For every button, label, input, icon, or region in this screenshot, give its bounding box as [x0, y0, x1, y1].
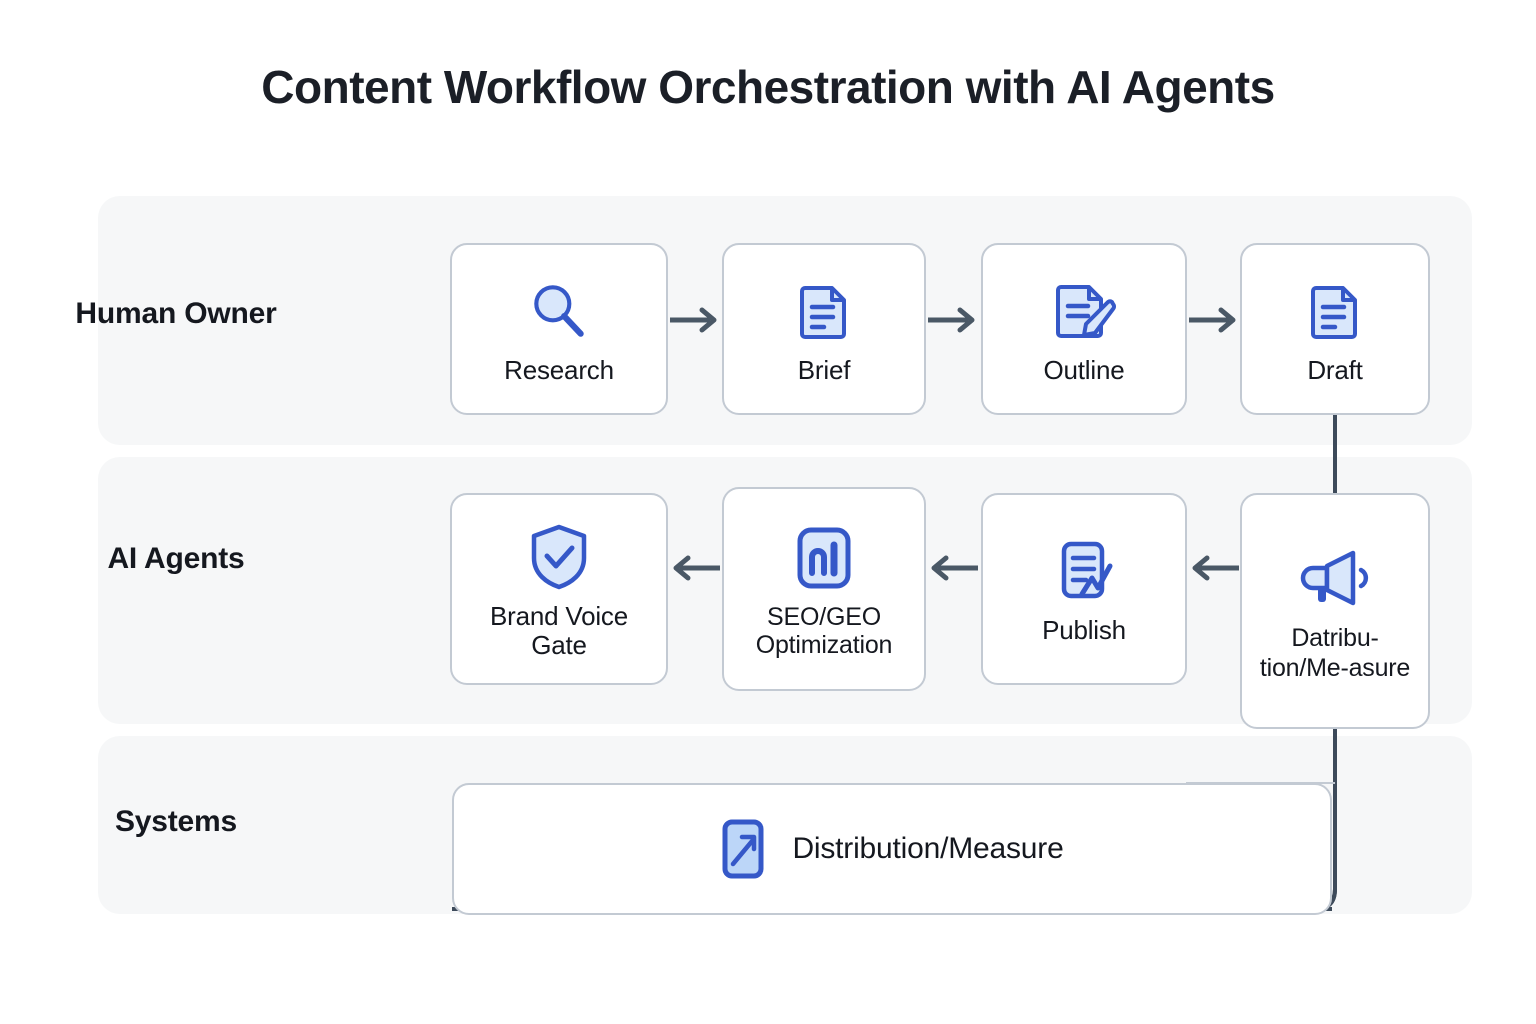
document-icon	[792, 272, 856, 350]
shield-check-icon	[527, 518, 591, 596]
bar-chart-icon	[794, 519, 854, 597]
arrow-left-icon	[1187, 553, 1241, 588]
step-card-brief[interactable]: Brief	[722, 243, 926, 415]
step-card-brand-voice-gate[interactable]: Brand Voice Gate	[450, 493, 668, 685]
document-pen-icon	[1050, 272, 1118, 350]
step-card-seo-geo-optimization[interactable]: SEO/GEO Optimization	[722, 487, 926, 691]
step-label: Draft	[1307, 355, 1363, 386]
arrow-up-right-box-icon	[720, 818, 766, 880]
arrow-left-icon	[668, 553, 722, 588]
magnifier-icon	[526, 272, 592, 350]
lane-label-systems: Systems	[114, 805, 237, 838]
step-label: Research	[504, 355, 614, 386]
step-card-publish[interactable]: Publish	[981, 493, 1187, 685]
lane-label-human-owner: Human Owner	[75, 297, 277, 330]
lane-label-ai-agents: AI Agents	[107, 542, 245, 575]
step-label: Distribution/Measure	[792, 832, 1064, 866]
arrow-left-icon	[926, 553, 980, 588]
document-icon	[1303, 272, 1367, 350]
step-card-distribution-measure[interactable]: Datribu-tion/Me-asure	[1240, 493, 1430, 729]
megaphone-icon	[1299, 539, 1371, 617]
step-card-systems-distribution-measure[interactable]: Distribution/Measure	[452, 783, 1332, 915]
page-title: Content Workflow Orchestration with AI A…	[261, 61, 1275, 113]
step-label: Publish	[1042, 615, 1126, 646]
step-label: SEO/GEO Optimization	[755, 602, 893, 659]
arrow-right-icon	[926, 305, 980, 340]
document-check-icon	[1052, 532, 1116, 610]
arrow-right-icon	[1187, 305, 1241, 340]
step-label: Outline	[1043, 355, 1125, 386]
step-card-draft[interactable]: Draft	[1240, 243, 1430, 415]
step-label: Brief	[797, 355, 851, 386]
step-label: Datribu-tion/Me-asure	[1259, 624, 1411, 682]
step-card-outline[interactable]: Outline	[981, 243, 1187, 415]
step-label: Brand Voice Gate	[489, 600, 628, 660]
step-card-research[interactable]: Research	[450, 243, 668, 415]
arrow-right-icon	[668, 305, 722, 340]
